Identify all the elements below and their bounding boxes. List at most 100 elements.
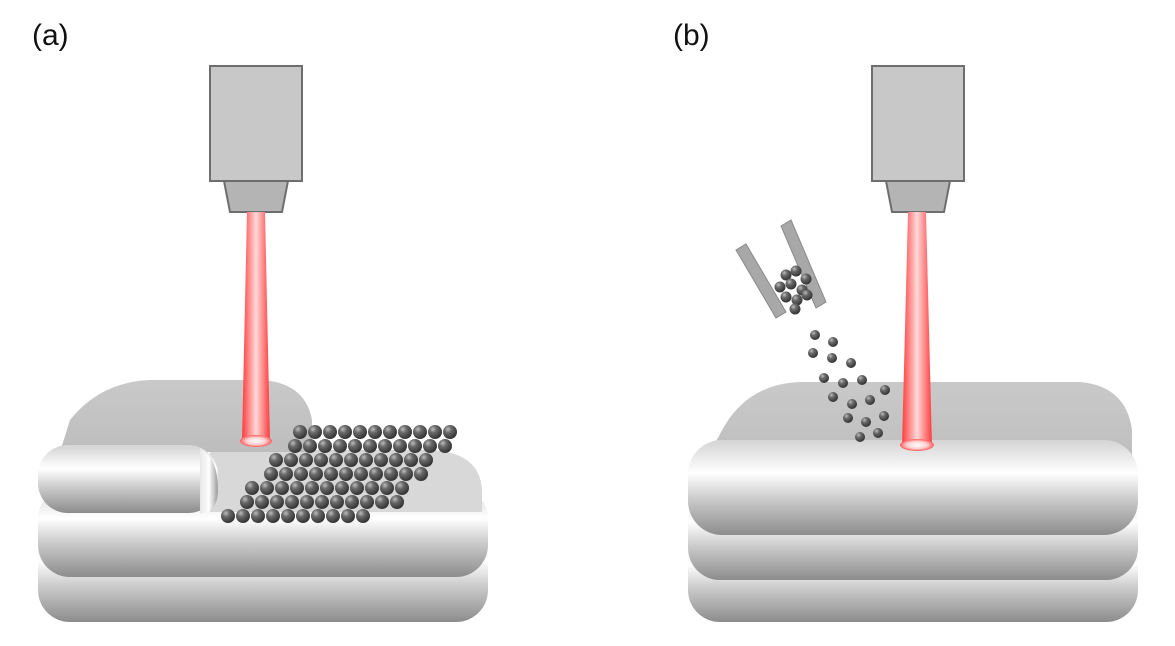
powder-particle-icon bbox=[847, 399, 857, 409]
powder-particle-icon bbox=[843, 413, 853, 423]
powder-particle-icon bbox=[428, 425, 442, 439]
powder-particle-icon bbox=[354, 467, 368, 481]
powder-particle-icon bbox=[359, 453, 373, 467]
powder-particle-icon bbox=[311, 509, 325, 523]
powder-particle-icon bbox=[855, 432, 865, 442]
powder-particle-icon bbox=[390, 495, 404, 509]
powder-particle-icon bbox=[293, 425, 307, 439]
powder-particle-icon bbox=[810, 330, 820, 340]
powder-particle-icon bbox=[828, 392, 838, 402]
powder-particle-icon bbox=[305, 481, 319, 495]
powder-particle-icon bbox=[369, 467, 383, 481]
powder-particle-icon bbox=[846, 358, 856, 368]
powder-particle-icon bbox=[395, 481, 409, 495]
powder-bed bbox=[221, 425, 457, 523]
powder-particle-icon bbox=[288, 439, 302, 453]
laser-head-icon bbox=[871, 65, 965, 213]
powder-particle-icon bbox=[857, 375, 867, 385]
powder-particle-icon bbox=[324, 467, 338, 481]
powder-particle-icon bbox=[413, 425, 427, 439]
powder-particle-icon bbox=[281, 509, 295, 523]
laser-head-icon bbox=[209, 65, 303, 213]
powder-particle-icon bbox=[353, 425, 367, 439]
powder-particle-icon bbox=[360, 495, 374, 509]
powder-particle-icon bbox=[333, 439, 347, 453]
powder-particle-icon bbox=[341, 509, 355, 523]
powder-particle-icon bbox=[374, 453, 388, 467]
powder-particle-icon bbox=[873, 428, 883, 438]
powder-particle-icon bbox=[408, 439, 422, 453]
powder-stream bbox=[774, 265, 890, 442]
powder-particle-icon bbox=[861, 417, 871, 427]
powder-particle-icon bbox=[296, 509, 310, 523]
powder-particle-icon bbox=[320, 481, 334, 495]
laser-beam-icon bbox=[240, 212, 272, 447]
powder-particle-icon bbox=[800, 273, 812, 285]
powder-particle-icon bbox=[819, 373, 829, 383]
powder-particle-icon bbox=[309, 467, 323, 481]
powder-particle-icon bbox=[326, 509, 340, 523]
powder-particle-icon bbox=[275, 481, 289, 495]
powder-particle-icon bbox=[329, 453, 343, 467]
powder-particle-icon bbox=[335, 481, 349, 495]
powder-particle-icon bbox=[344, 453, 358, 467]
powder-particle-icon bbox=[221, 509, 235, 523]
powder-particle-icon bbox=[339, 467, 353, 481]
powder-particle-icon bbox=[808, 348, 818, 358]
powder-particle-icon bbox=[345, 495, 359, 509]
powder-particle-icon bbox=[375, 495, 389, 509]
panel-b-label: (b) bbox=[673, 19, 710, 52]
powder-particle-icon bbox=[240, 495, 254, 509]
powder-particle-icon bbox=[245, 481, 259, 495]
powder-particle-icon bbox=[368, 425, 382, 439]
powder-particle-icon bbox=[290, 481, 304, 495]
powder-particle-icon bbox=[356, 509, 370, 523]
powder-particle-icon bbox=[303, 439, 317, 453]
powder-particle-icon bbox=[828, 337, 838, 347]
powder-particle-icon bbox=[363, 439, 377, 453]
powder-particle-icon bbox=[330, 495, 344, 509]
powder-particle-icon bbox=[384, 467, 398, 481]
powder-particle-icon bbox=[338, 425, 352, 439]
powder-particle-icon bbox=[383, 425, 397, 439]
powder-particle-icon bbox=[236, 509, 250, 523]
powder-particle-icon bbox=[801, 289, 813, 301]
powder-particle-icon bbox=[398, 425, 412, 439]
powder-particle-icon bbox=[443, 425, 457, 439]
powder-particle-icon bbox=[393, 439, 407, 453]
powder-particle-icon bbox=[269, 453, 283, 467]
build-layers-icon bbox=[688, 382, 1138, 622]
powder-particle-icon bbox=[785, 278, 797, 290]
panel-a: (a) bbox=[32, 19, 488, 622]
powder-particle-icon bbox=[780, 291, 792, 303]
powder-particle-icon bbox=[789, 303, 801, 315]
powder-particle-icon bbox=[414, 467, 428, 481]
powder-nozzle-icon bbox=[735, 219, 827, 319]
powder-particle-icon bbox=[315, 495, 329, 509]
powder-particle-icon bbox=[423, 439, 437, 453]
powder-particle-icon bbox=[318, 439, 332, 453]
powder-particle-icon bbox=[350, 481, 364, 495]
powder-particle-icon bbox=[865, 395, 875, 405]
powder-particle-icon bbox=[378, 439, 392, 453]
powder-particle-icon bbox=[404, 453, 418, 467]
powder-particle-icon bbox=[380, 481, 394, 495]
powder-particle-icon bbox=[838, 378, 848, 388]
powder-particle-icon bbox=[260, 481, 274, 495]
powder-particle-icon bbox=[790, 265, 802, 277]
powder-particle-icon bbox=[438, 439, 452, 453]
powder-particle-icon bbox=[308, 425, 322, 439]
powder-particle-icon bbox=[365, 481, 379, 495]
powder-particle-icon bbox=[348, 439, 362, 453]
panel-a-label: (a) bbox=[32, 19, 69, 52]
powder-particle-icon bbox=[314, 453, 328, 467]
powder-particle-icon bbox=[299, 453, 313, 467]
powder-particle-icon bbox=[791, 294, 803, 306]
powder-particle-icon bbox=[266, 509, 280, 523]
powder-particle-icon bbox=[264, 467, 278, 481]
panel-b: (b) bbox=[673, 19, 1138, 622]
powder-particle-icon bbox=[255, 495, 269, 509]
laser-beam-icon bbox=[900, 212, 934, 451]
powder-particle-icon bbox=[389, 453, 403, 467]
